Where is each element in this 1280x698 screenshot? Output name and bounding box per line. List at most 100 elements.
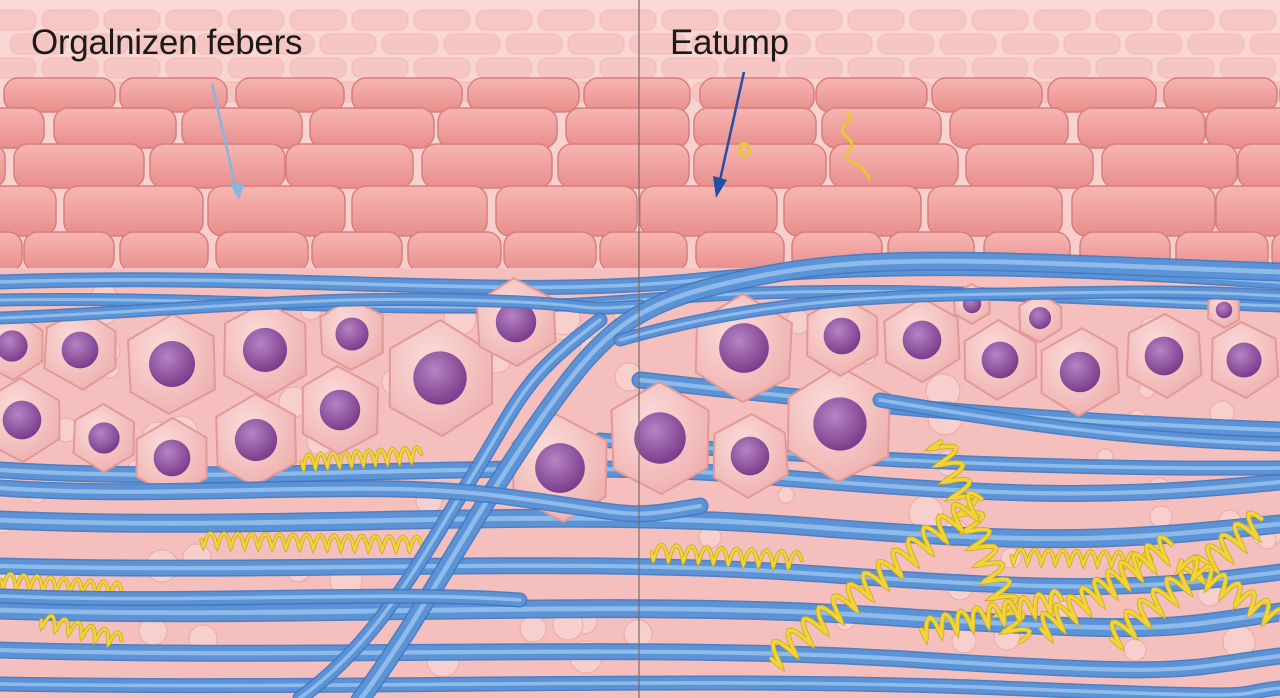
epithelial-cell [965, 143, 1094, 189]
collagen-fiber-highlight [0, 594, 522, 602]
epithelial-cell [0, 146, 6, 186]
collagen-fiber-highlight [298, 318, 602, 698]
faint-cell [257, 33, 315, 55]
cell-nucleus [823, 317, 861, 355]
elastic-fiber [769, 491, 984, 671]
background-cell [1123, 638, 1147, 662]
collagen-fiber-highlight [358, 258, 1280, 698]
faint-cell [753, 33, 811, 55]
faint-cell [661, 57, 719, 79]
cell-nucleus [1226, 342, 1262, 378]
faint-cell [9, 33, 67, 55]
cell-nucleus [1144, 336, 1184, 376]
epithelial-cell [285, 143, 414, 189]
epithelial-cell [311, 231, 403, 273]
epithelial-cell [421, 143, 553, 189]
epithelial-cell [639, 185, 778, 237]
faint-cell [195, 33, 253, 55]
elastic-fiber [299, 445, 423, 472]
cell [787, 365, 891, 483]
faint-cell [381, 33, 439, 55]
epithelial-cell [13, 143, 145, 189]
epithelial-cell [693, 107, 817, 149]
collagen-fiber-highlight [878, 398, 1280, 446]
epithelial-cell [927, 185, 1063, 237]
faint-cell [505, 33, 563, 55]
collagen-fiber-highlight [0, 563, 1280, 589]
cell [610, 381, 710, 495]
elastic-fiber [0, 572, 123, 600]
cell [963, 319, 1037, 401]
faint-cell [133, 33, 191, 55]
cell-nucleus [88, 422, 120, 454]
elastic-fiber [1109, 511, 1264, 651]
cell [72, 403, 135, 473]
collagen-fiber-highlight [0, 297, 642, 320]
cell [883, 297, 961, 383]
cell-nucleus [1059, 351, 1101, 393]
epithelial-cell [207, 185, 346, 237]
faint-cell [1063, 33, 1121, 55]
epithelial-cell [815, 77, 928, 113]
cell-nucleus [319, 389, 361, 431]
cell [301, 365, 379, 455]
epithelial-cell [599, 231, 688, 273]
epithelial-cell [1077, 107, 1206, 149]
faint-cell [971, 9, 1029, 31]
cell [1040, 327, 1120, 417]
epithelial-cell [407, 231, 502, 273]
epithelial-cell [949, 107, 1069, 149]
cell [135, 417, 208, 499]
elastic-fiber [40, 614, 123, 648]
epithelial-cell [0, 231, 23, 273]
cell-nucleus [149, 341, 195, 387]
faint-cell [629, 33, 687, 55]
collagen-fiber-highlight [0, 606, 1280, 631]
epithelial-cell [351, 185, 488, 237]
cell-nucleus [335, 317, 369, 351]
faint-cell [537, 9, 595, 31]
cell-nucleus [981, 341, 1019, 379]
collagen-fiber-highlight [0, 515, 1280, 542]
cell-nucleus [242, 327, 288, 373]
cell-nucleus [1215, 301, 1233, 319]
cell [215, 393, 297, 487]
epithelial-cell [53, 107, 177, 149]
epithelial-cell [1271, 232, 1280, 272]
cell-nucleus [495, 301, 537, 343]
epithelial-cell [309, 107, 435, 149]
faint-cell [1157, 9, 1215, 31]
cell-nucleus [0, 330, 28, 362]
faint-cell [909, 57, 967, 79]
faint-cell [971, 57, 1029, 79]
cell [1125, 313, 1203, 399]
faint-cell [413, 9, 471, 31]
cell [0, 311, 44, 381]
faint-cell [71, 33, 129, 55]
collagen-fiber-highlight [0, 681, 1280, 697]
faint-cell [319, 33, 377, 55]
epithelial-cell [1071, 185, 1216, 237]
faint-cell [0, 57, 37, 79]
cell-nucleus [234, 418, 278, 462]
epithelial-cell [119, 231, 209, 273]
faint-cell [165, 9, 223, 31]
cell-nucleus [1028, 306, 1052, 330]
faint-cell [1187, 33, 1245, 55]
epithelial-cell [1047, 77, 1157, 113]
cell-nucleus [902, 320, 942, 360]
cell-nucleus [153, 439, 191, 477]
faint-cell [785, 57, 843, 79]
label-eatump: Eatump [670, 23, 789, 62]
elastic-fibers-front [769, 439, 1280, 673]
faint-cell [537, 57, 595, 79]
cell [0, 377, 61, 463]
faint-cell [103, 9, 161, 31]
elastic-fiber [1039, 535, 1174, 643]
epithelial-cell [565, 107, 690, 149]
epithelial-cell [1163, 77, 1278, 113]
epithelial-cell [119, 77, 228, 113]
faint-cell [939, 33, 997, 55]
